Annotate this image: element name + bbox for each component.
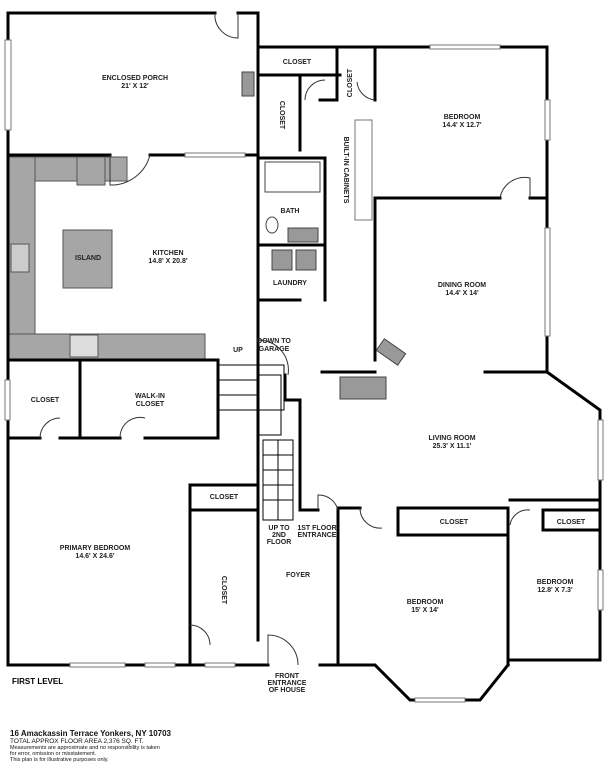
closet-label: CLOSET: [557, 519, 586, 526]
up-2nd-label: 2ND: [272, 532, 286, 539]
dryer-icon: [295, 249, 317, 271]
walkin-label: CLOSET: [136, 401, 165, 408]
kitchen-counters: [8, 156, 206, 361]
room-label: BEDROOM: [444, 114, 481, 121]
room-label: PRIMARY BEDROOM: [60, 545, 131, 552]
room-label: LIVING ROOM: [428, 435, 475, 442]
disclaimer-line: Measurements are approximate and no resp…: [10, 745, 160, 751]
entrance-label: 1ST FLOOR: [297, 525, 336, 532]
room-label: KITCHEN: [152, 250, 183, 257]
closet-label: CLOSET: [283, 59, 312, 66]
foyer-label: FOYER: [286, 572, 310, 579]
kitchen-island: [62, 229, 113, 289]
room-label: BEDROOM: [537, 579, 574, 586]
disclaimer-line: This plan is for illustrative purposes o…: [10, 757, 109, 763]
closet-label: CLOSET: [440, 519, 469, 526]
garage-label: GARAGE: [259, 346, 290, 353]
sink-icon: [10, 243, 30, 273]
bathtub-icon: [264, 161, 321, 193]
closet-label: CLOSET: [210, 494, 239, 501]
walkin-label: WALK-IN: [135, 393, 165, 400]
up-2nd-label: FLOOR: [267, 539, 292, 546]
toilet-icon: [265, 216, 279, 234]
up-2nd-label: UP TO: [268, 525, 290, 532]
room-label: ENCLOSED PORCH: [102, 75, 168, 82]
doors: [39, 12, 531, 666]
room-size: 21' X 12': [121, 83, 149, 90]
island-label: ISLAND: [75, 255, 101, 262]
room-size: 12.8' X 7.3': [537, 587, 573, 594]
up-label: UP: [233, 347, 243, 354]
laundry-label: LAUNDRY: [273, 280, 307, 287]
room-label: BEDROOM: [407, 599, 444, 606]
room-size: 14.6' X 24.6': [75, 553, 114, 560]
room-size: 15' X 14': [411, 607, 439, 614]
garage-label: DOWN TO: [257, 338, 291, 345]
closet-label: CLOSET: [347, 68, 354, 97]
closet-label: CLOSET: [278, 101, 285, 130]
front-entrance-label: FRONT: [275, 673, 300, 680]
disclaimer-line: for error, omission or misstatement.: [10, 751, 97, 757]
room-size: 14.4' X 14': [445, 290, 479, 297]
entrance-label: ENTRANCE: [298, 532, 337, 539]
total-area: TOTAL APPROX FLOOR AREA 2,376 SQ. FT.: [10, 738, 144, 745]
stairs: [217, 364, 294, 521]
fireplace-icon: [375, 338, 407, 366]
room-size: 14.4' X 12.7': [442, 122, 481, 129]
fireplace-icon: [339, 376, 387, 400]
front-entrance-label: ENTRANCE: [268, 680, 307, 687]
windows: [4, 39, 604, 703]
level-label: FIRST LEVEL: [12, 677, 64, 686]
room-size: 14.8' X 20.8': [148, 258, 187, 265]
washer-icon: [271, 249, 293, 271]
plan-footer: 16 Amackassin Terrace Yonkers, NY 10703 …: [10, 729, 171, 763]
front-entrance-label: OF HOUSE: [269, 687, 306, 694]
closet-label: CLOSET: [31, 397, 60, 404]
address: 16 Amackassin Terrace Yonkers, NY 10703: [10, 729, 171, 738]
builtin-cabinets-label: BUILT-IN CABINETS: [342, 137, 349, 204]
room-size: 25.3' X 11.1': [433, 443, 472, 450]
closet-label: CLOSET: [220, 576, 227, 605]
fireplace-icon: [241, 71, 255, 97]
stove-icon: [69, 334, 99, 358]
bath-label: BATH: [281, 208, 300, 215]
room-label: DINING ROOM: [438, 282, 486, 289]
built-in-cabinets: [354, 119, 373, 221]
vanity-icon: [287, 227, 319, 243]
